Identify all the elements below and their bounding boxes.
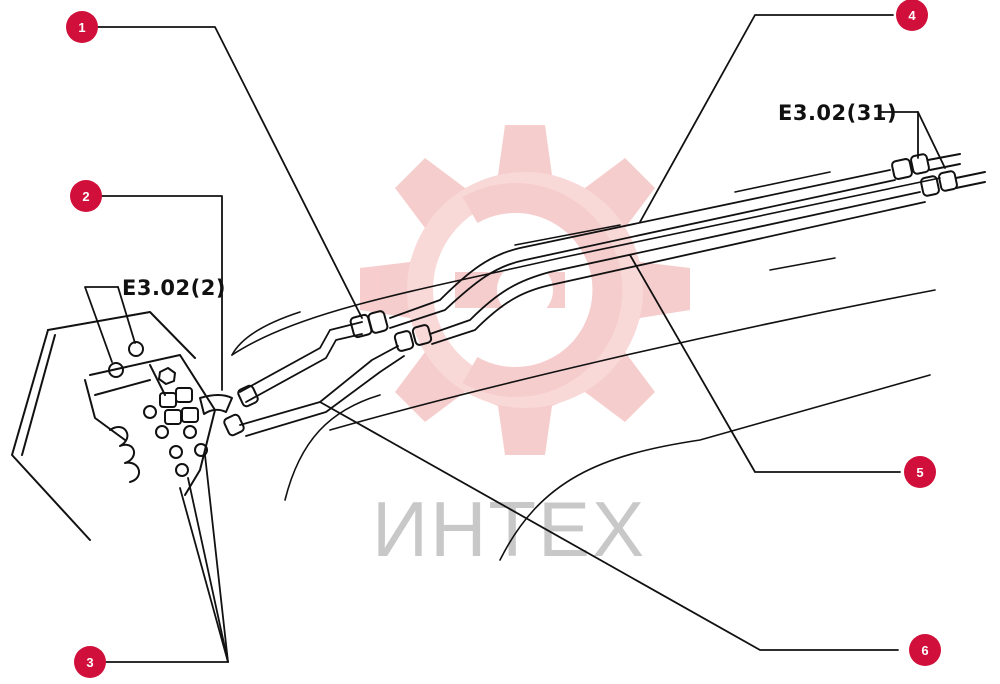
callout-1-label: 1: [78, 20, 85, 35]
callout-4-label: 4: [908, 8, 916, 23]
leader-lines: [84, 14, 946, 663]
callout-5-label: 5: [916, 465, 923, 480]
reference-label-e3-02-31: E3.02(31): [778, 101, 897, 125]
watermark-gear-logo: [360, 125, 690, 455]
body-outline: [231, 171, 941, 561]
pipe-upper: [239, 169, 896, 403]
callout-2[interactable]: 2: [70, 180, 102, 212]
callout-6[interactable]: 6: [909, 634, 941, 666]
distributor-block: [11, 311, 233, 541]
callout-5[interactable]: 5: [904, 456, 936, 488]
watermark-text: ИНТЕХ: [372, 485, 646, 573]
pipe-lower: [239, 191, 926, 437]
pipe-fittings: [223, 153, 986, 437]
callout-1[interactable]: 1: [66, 11, 98, 43]
callout-4[interactable]: 4: [896, 0, 928, 31]
callout-3[interactable]: 3: [74, 646, 106, 678]
callout-3-label: 3: [86, 655, 93, 670]
callout-6-label: 6: [921, 643, 928, 658]
reference-label-e3-02-2: E3.02(2): [122, 276, 226, 300]
callout-2-label: 2: [82, 189, 89, 204]
